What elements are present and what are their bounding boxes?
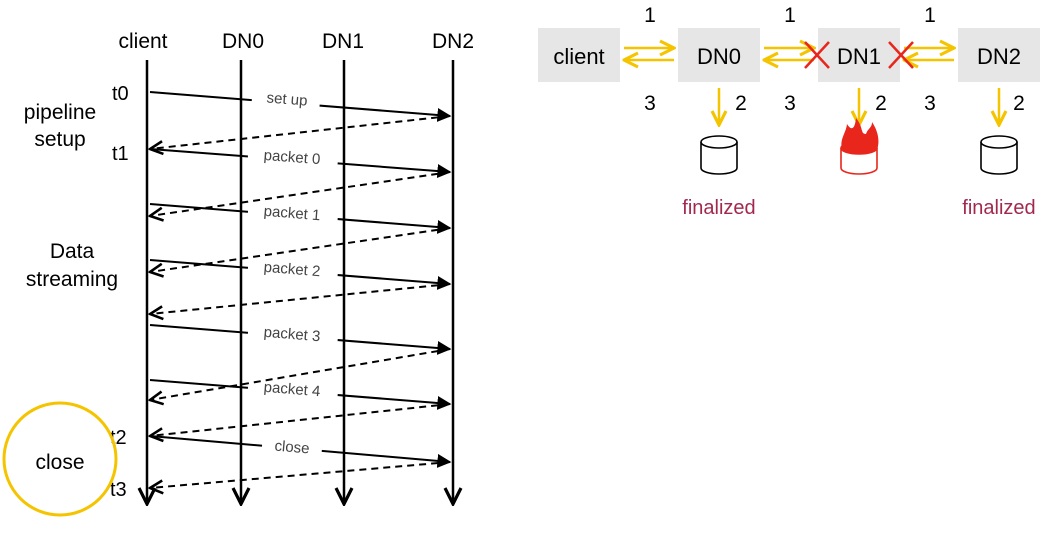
ack-packet-2 <box>150 283 451 314</box>
failure-cross-left <box>804 41 830 69</box>
phase-label-pipeline: pipeline <box>24 101 96 124</box>
phase-label-setup: setup <box>34 128 85 151</box>
ack-packet-0 <box>150 171 451 216</box>
message-packet-1: packet 1 <box>149 199 452 234</box>
close-highlight-circle <box>2 401 118 517</box>
step-1-dn1-dn2: 1 <box>924 4 936 27</box>
message-label-packet-1: packet 1 <box>263 203 321 224</box>
node-label-dn1: DN1 <box>837 44 881 69</box>
message-packet-3: packet 3 <box>149 320 452 355</box>
failure-cross-right <box>888 41 914 69</box>
message-label-packet-2: packet 2 <box>263 259 321 280</box>
disk-icon-dn2 <box>980 135 1018 175</box>
finalized-label-dn0: finalized <box>682 197 755 219</box>
message-label-packet-0: packet 0 <box>263 147 321 168</box>
message-packet-4: packet 4 <box>149 375 452 410</box>
time-label-t0: t0 <box>112 83 129 105</box>
phase-label-close: close <box>35 451 84 474</box>
column-header-dn0: DN0 <box>222 30 264 53</box>
node-dn0: DN0 <box>678 28 760 82</box>
column-header-client: client <box>118 30 167 53</box>
step-2-dn2: 2 <box>1013 92 1025 115</box>
node-label-dn0: DN0 <box>697 44 741 69</box>
message-label-packet-4: packet 4 <box>263 379 321 400</box>
time-label-t1: t1 <box>112 143 129 165</box>
disk-icon-dn0 <box>700 135 738 175</box>
pipeline-diagram: client DN0 DN1 DN2 <box>538 4 1040 219</box>
phase-label-streaming: streaming <box>26 268 118 291</box>
node-label-client: client <box>553 44 604 69</box>
ack-close <box>150 461 451 488</box>
time-label-t3: t3 <box>110 479 127 501</box>
step-1-dn0-dn1: 1 <box>784 4 796 27</box>
ack-packet-1 <box>150 227 451 272</box>
node-dn2: DN2 <box>958 28 1040 82</box>
message-close: close <box>149 434 452 468</box>
node-client: client <box>538 28 620 82</box>
ack-packet-4 <box>150 403 451 436</box>
column-header-dn1: DN1 <box>322 30 364 53</box>
message-packet-0: packet 0 <box>149 143 452 179</box>
step-3-client-dn0: 3 <box>644 92 656 115</box>
step-3-dn1-dn2: 3 <box>924 92 936 115</box>
message-packet-2: packet 2 <box>149 255 452 290</box>
node-dn1: DN1 <box>818 28 900 82</box>
column-header-dn2: DN2 <box>432 30 474 53</box>
step-3-dn0-dn1: 3 <box>784 92 796 115</box>
message-label-close: close <box>274 438 310 458</box>
step-1-client-dn0: 1 <box>644 4 656 27</box>
disk-icon-dn1-failed <box>840 141 878 175</box>
message-label-setup: set up <box>266 89 308 109</box>
finalized-label-dn2: finalized <box>962 197 1035 219</box>
message-setup: set up <box>149 86 452 122</box>
sequence-diagram: client DN0 DN1 DN2 t0 t1 t2 t3 pipeline … <box>2 30 474 517</box>
step-2-dn0: 2 <box>735 92 747 115</box>
phase-label-data: Data <box>50 240 95 263</box>
node-label-dn2: DN2 <box>977 44 1021 69</box>
ack-packet-3 <box>150 348 451 400</box>
step-2-dn1: 2 <box>875 92 887 115</box>
message-label-packet-3: packet 3 <box>263 324 321 345</box>
ack-setup <box>150 115 451 149</box>
